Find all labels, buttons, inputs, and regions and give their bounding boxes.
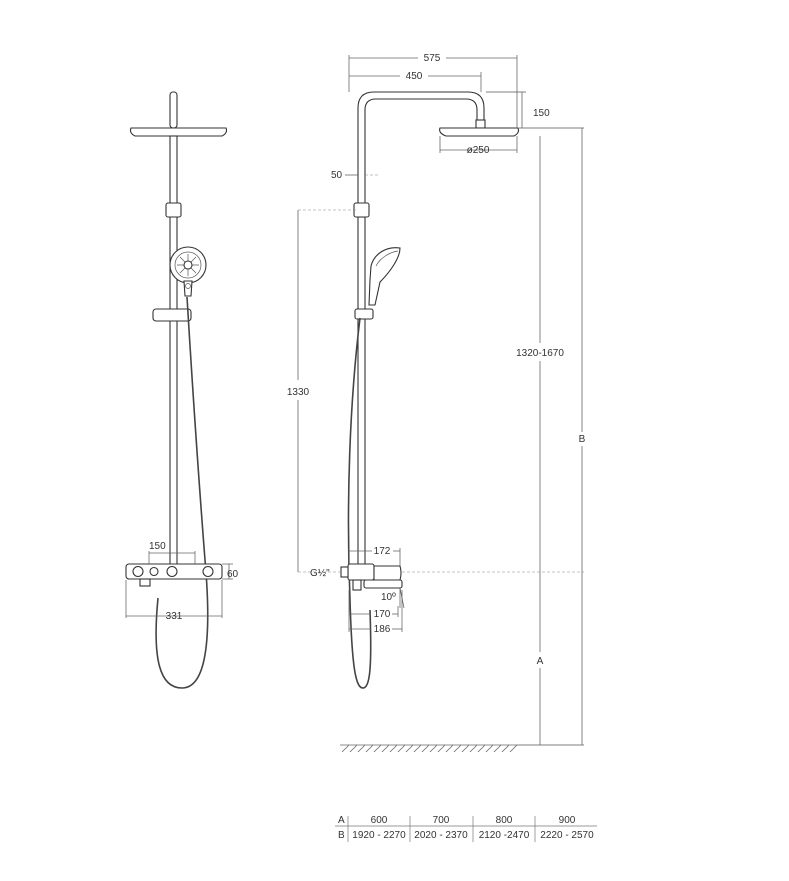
side-rain-head [439,127,520,137]
front-hand-shower [169,246,207,297]
dim-bar-height: 1330 [287,209,356,573]
table-cell: 2020 - 2370 [414,830,468,841]
table-cell: 1920 - 2270 [352,830,406,841]
front-slider-holder [152,308,192,322]
dim-total-depth: 186 [349,590,403,635]
table-cell: 800 [496,815,513,826]
table-row-b: B 1920 - 2270 2020 - 2370 2120 -2470 222… [338,830,594,841]
dim-spout-offset: 170 [348,590,399,632]
side-spout [363,579,403,589]
dim-arm-offset: 50 [331,170,380,181]
dim-b: B [579,128,586,745]
floor-line [340,744,518,753]
dim-range-height: 1320-1670 [402,136,584,573]
dim-valve-depth: 172 [348,546,401,566]
front-dim-valve-height: 60 [222,563,239,580]
dimension-table: A 600 700 800 900 B 1920 - 2270 2020 - 2… [335,815,597,842]
table-row-a: A 600 700 800 900 [338,815,576,826]
dim-head-height: 150 [486,91,584,129]
table-row-a-label: A [338,815,345,826]
table-cell: 2120 -2470 [479,830,530,841]
side-slider-holder [354,308,374,320]
front-thermostat-valve [125,563,223,587]
range-height-label: 1320-1670 [516,348,564,359]
table-cell: 2220 - 2570 [540,830,594,841]
front-connector-clamp [165,202,182,218]
head-height-label: 150 [533,108,550,119]
dim-top-width-outer: 575 [348,53,518,128]
table-cell: 600 [371,815,388,826]
top-width-outer-label: 575 [424,53,441,64]
dim-top-width-inner: 450 [349,71,482,92]
bar-height-label: 1330 [287,387,310,398]
spout-offset-label: 170 [374,609,391,620]
front-rain-head [129,127,228,137]
front-view: 150 60 331 [125,91,239,689]
table-cell: 700 [433,815,450,826]
front-inlet-spacing-label: 150 [149,541,166,552]
front-dim-inlet-spacing: 150 [148,541,196,564]
front-hose [155,296,209,689]
side-riser-column [357,216,366,568]
front-valve-width-label: 331 [166,611,183,622]
front-top-pipe [169,91,178,129]
front-valve-height-label: 60 [227,569,239,580]
side-connector-clamp [353,202,370,218]
side-view: 575 450 150 ø250 50 [287,53,586,753]
side-hand-shower [368,247,401,306]
side-thermostat-valve [340,563,403,591]
top-width-inner-label: 450 [406,71,423,82]
front-riser-column [169,135,178,567]
total-depth-label: 186 [374,624,391,635]
table-row-b-label: B [338,830,345,841]
valve-depth-label: 172 [374,546,391,557]
dim-a: A [517,572,584,746]
spout-angle-label: 10º [381,592,396,603]
inlet-thread-label: G½" [310,568,330,579]
side-hose [347,317,372,689]
dim-head-diameter: ø250 [439,136,518,156]
dim-spout-angle: 10º [381,587,405,609]
table-cell: 900 [559,815,576,826]
head-diameter-label: ø250 [467,145,490,156]
arm-offset-label: 50 [331,170,343,181]
side-riser-arm [357,91,485,208]
dim-b-label: B [579,434,586,445]
side-head-connector [475,119,486,129]
dim-a-label: A [537,656,544,667]
front-dim-valve-width: 331 [125,580,223,622]
